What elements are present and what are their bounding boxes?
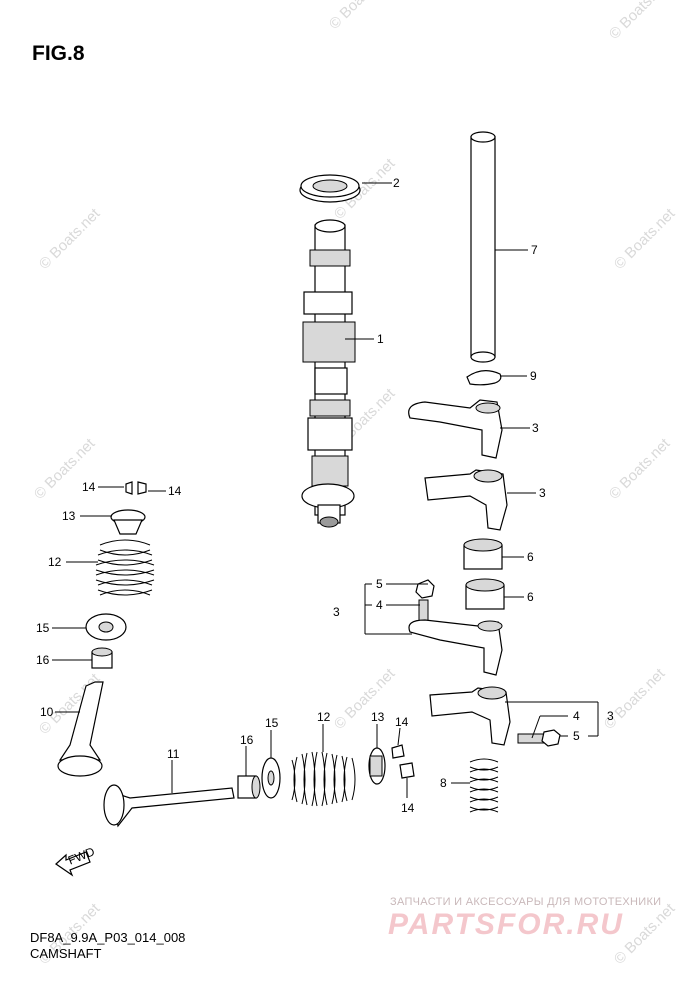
cotter-part-14 (391, 744, 415, 779)
callout-6: 6 (527, 550, 534, 564)
callout-12: 12 (48, 555, 62, 569)
callout-8: 8 (440, 776, 447, 790)
callout-15: 15 (265, 716, 279, 730)
callout-14: 14 (395, 715, 409, 729)
shop-watermark-logo: PARTSFOR.RU (388, 908, 624, 941)
callout-15: 15 (36, 621, 50, 635)
adjust-nut-part-5 (415, 579, 435, 599)
spring-retainer-part-13 (368, 747, 386, 785)
section-name: CAMSHAFT (30, 946, 102, 961)
collar-part-6 (463, 538, 503, 570)
callout-numbers: 2 1 7 9 3 3 6 6 5 4 3 4 3 5 8 14 14 13 1… (36, 176, 614, 815)
callout-4: 4 (573, 709, 580, 723)
callout-9: 9 (530, 369, 537, 383)
watermark-text: © Boats.net (606, 0, 674, 43)
figure-label: FIG.8 (32, 42, 85, 65)
callout-12: 12 (317, 710, 331, 724)
callout-10: 10 (40, 705, 54, 719)
camshaft-part-1 (301, 219, 356, 528)
callout-5: 5 (376, 577, 383, 591)
adjust-screw-part-4 (418, 599, 429, 623)
oil-seal-part-2 (299, 174, 361, 203)
rocker-shaft-part-7 (470, 131, 496, 363)
spring-seat-part-15 (261, 757, 281, 799)
watermark-text: © Boats.net (36, 205, 104, 273)
callout-3: 3 (539, 486, 546, 500)
exhaust-valve-part-10 (57, 681, 104, 777)
fwd-direction-arrow: FWD (55, 844, 97, 877)
valve-stem-seal-part-16 (91, 647, 113, 669)
rocker-arm-part-3 (424, 469, 508, 531)
watermark-text: © Boats.net (331, 665, 399, 733)
callout-13: 13 (371, 710, 385, 724)
callout-14: 14 (168, 484, 182, 498)
callout-3: 3 (607, 709, 614, 723)
callout-16: 16 (36, 653, 50, 667)
callout-11: 11 (167, 747, 180, 761)
spring-seat-part-15 (85, 613, 127, 641)
callout-7: 7 (531, 243, 538, 257)
rocker-arm-part-3 (429, 686, 511, 746)
watermark-text: © Boats.net (611, 205, 679, 273)
intake-valve-part-11 (103, 784, 235, 828)
watermark-text: © Boats.net (326, 0, 394, 33)
wave-washer-part-9 (466, 370, 502, 386)
adjust-nut-part-5 (541, 729, 561, 747)
callout-1: 1 (377, 332, 384, 346)
callout-3: 3 (532, 421, 539, 435)
rocker-arm-part-3 (408, 399, 503, 459)
callout-13: 13 (62, 509, 76, 523)
drawing-code: DF8A_9.9A_P03_014_008 (30, 930, 186, 945)
callout-16: 16 (240, 733, 254, 747)
rocker-arm-part-3 (408, 619, 503, 676)
callout-6: 6 (527, 590, 534, 604)
valve-spring-part-12 (291, 751, 356, 807)
spring-retainer-part-13 (110, 509, 146, 535)
collar-part-6 (465, 578, 505, 610)
leader-lines (52, 182, 599, 798)
callout-4: 4 (376, 598, 383, 612)
adjust-screw-part-4 (517, 733, 545, 744)
callout-14: 14 (401, 801, 415, 815)
callout-3: 3 (333, 605, 340, 619)
callout-5: 5 (573, 729, 580, 743)
watermark-text: © Boats.net (606, 435, 674, 503)
callout-2: 2 (393, 176, 400, 190)
valve-spring-part-8 (469, 758, 499, 813)
cotter-part-14 (125, 481, 147, 495)
shop-watermark-caption: ЗАПЧАСТИ И АКСЕССУАРЫ ДЛЯ МОТОТЕХНИКИ (390, 896, 662, 908)
valve-stem-seal-part-16 (237, 775, 261, 799)
valve-spring-part-12 (95, 539, 155, 596)
callout-14: 14 (82, 480, 96, 494)
